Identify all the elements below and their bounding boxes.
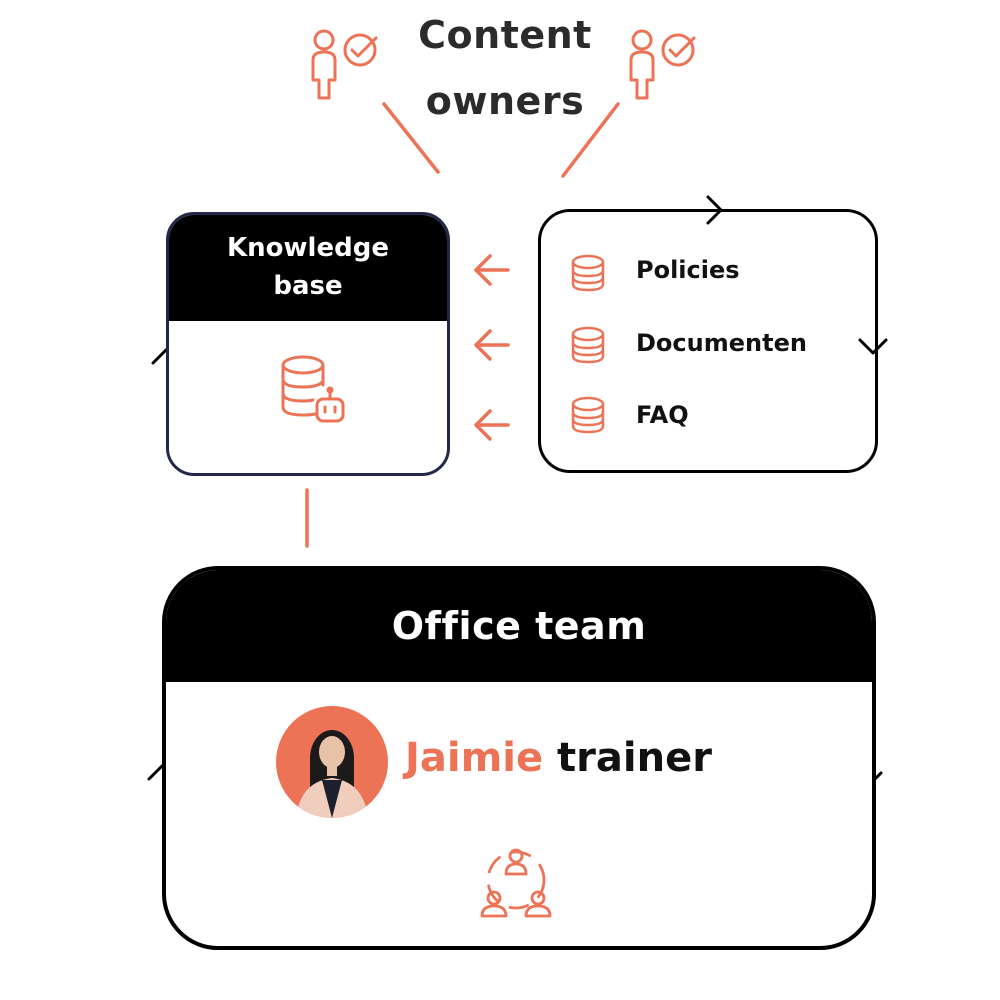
avatar bbox=[276, 706, 388, 818]
source-label-documenten: Documenten bbox=[636, 329, 807, 357]
knowledge-base-header: Knowledge base bbox=[169, 215, 447, 321]
person-check-icon bbox=[311, 29, 378, 100]
source-label-faq: FAQ bbox=[636, 401, 689, 429]
arrow-left-icon bbox=[474, 409, 510, 441]
owner-right-connector bbox=[561, 102, 620, 178]
kb-title-line-1: Knowledge bbox=[227, 233, 389, 263]
knowledge-base-card: Knowledge base bbox=[166, 212, 450, 476]
title-line-1: Content bbox=[418, 13, 592, 57]
source-to-kb-arrows bbox=[474, 254, 510, 441]
person-check-icon bbox=[629, 29, 696, 100]
database-icon bbox=[571, 326, 605, 364]
database-icon bbox=[571, 396, 605, 434]
source-label-policies: Policies bbox=[636, 256, 740, 284]
trainer-name: Jaimie bbox=[405, 735, 544, 781]
database-icon bbox=[571, 254, 605, 292]
arrow-left-icon bbox=[474, 254, 510, 286]
sources-card bbox=[538, 209, 878, 473]
trainer-role: trainer bbox=[557, 735, 712, 781]
owner-left-connector bbox=[382, 102, 440, 174]
content-owners-title: Content owners bbox=[360, 2, 650, 134]
chevron-down-icon bbox=[858, 338, 888, 355]
title-line-2: owners bbox=[425, 79, 585, 123]
database-bot-icon bbox=[281, 355, 345, 423]
person-portrait-icon bbox=[296, 730, 368, 818]
arrow-left-icon bbox=[474, 329, 510, 361]
office-team-header: Office team bbox=[166, 570, 872, 682]
trainer-label: Jaimie trainer bbox=[405, 730, 712, 786]
kb-title-line-2: base bbox=[273, 271, 343, 301]
